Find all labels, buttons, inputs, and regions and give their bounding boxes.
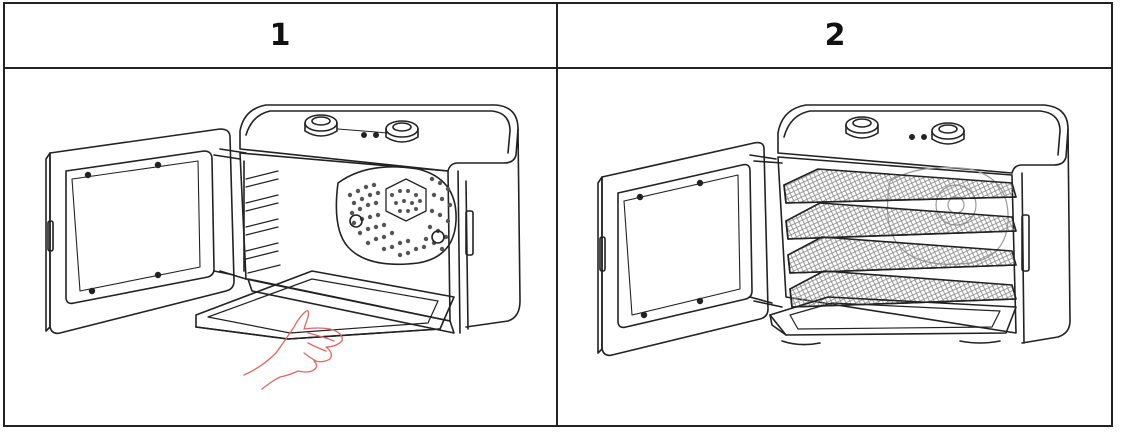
housing-side <box>465 128 521 328</box>
timer-knob-icon <box>304 114 338 137</box>
open-door <box>45 128 247 335</box>
step-2-number: 2 <box>824 18 846 53</box>
column-divider <box>556 4 558 425</box>
chamber-floor <box>247 278 455 334</box>
mesh-tray <box>787 236 1017 274</box>
open-door <box>597 141 783 357</box>
fan-icon <box>335 166 457 266</box>
timer-knob-icon <box>845 116 879 139</box>
mesh-trays <box>783 168 1017 308</box>
temperature-knob-icon <box>385 120 419 143</box>
housing-top <box>239 104 519 172</box>
hand-icon <box>243 310 343 390</box>
drip-tray <box>769 296 1017 346</box>
temperature-knob-icon <box>931 122 965 145</box>
housing-top-edge <box>245 110 511 154</box>
housing-top <box>777 104 1069 174</box>
step-table: 1 2 <box>3 2 1113 427</box>
drip-tray <box>195 270 455 340</box>
header-divider <box>5 67 1111 69</box>
housing-side <box>1021 128 1071 344</box>
mesh-tray <box>785 202 1017 240</box>
step-2-illustration <box>560 71 1109 425</box>
step-1-illustration <box>8 71 554 425</box>
tray-rails <box>245 170 281 274</box>
step-1-number: 1 <box>269 18 291 53</box>
